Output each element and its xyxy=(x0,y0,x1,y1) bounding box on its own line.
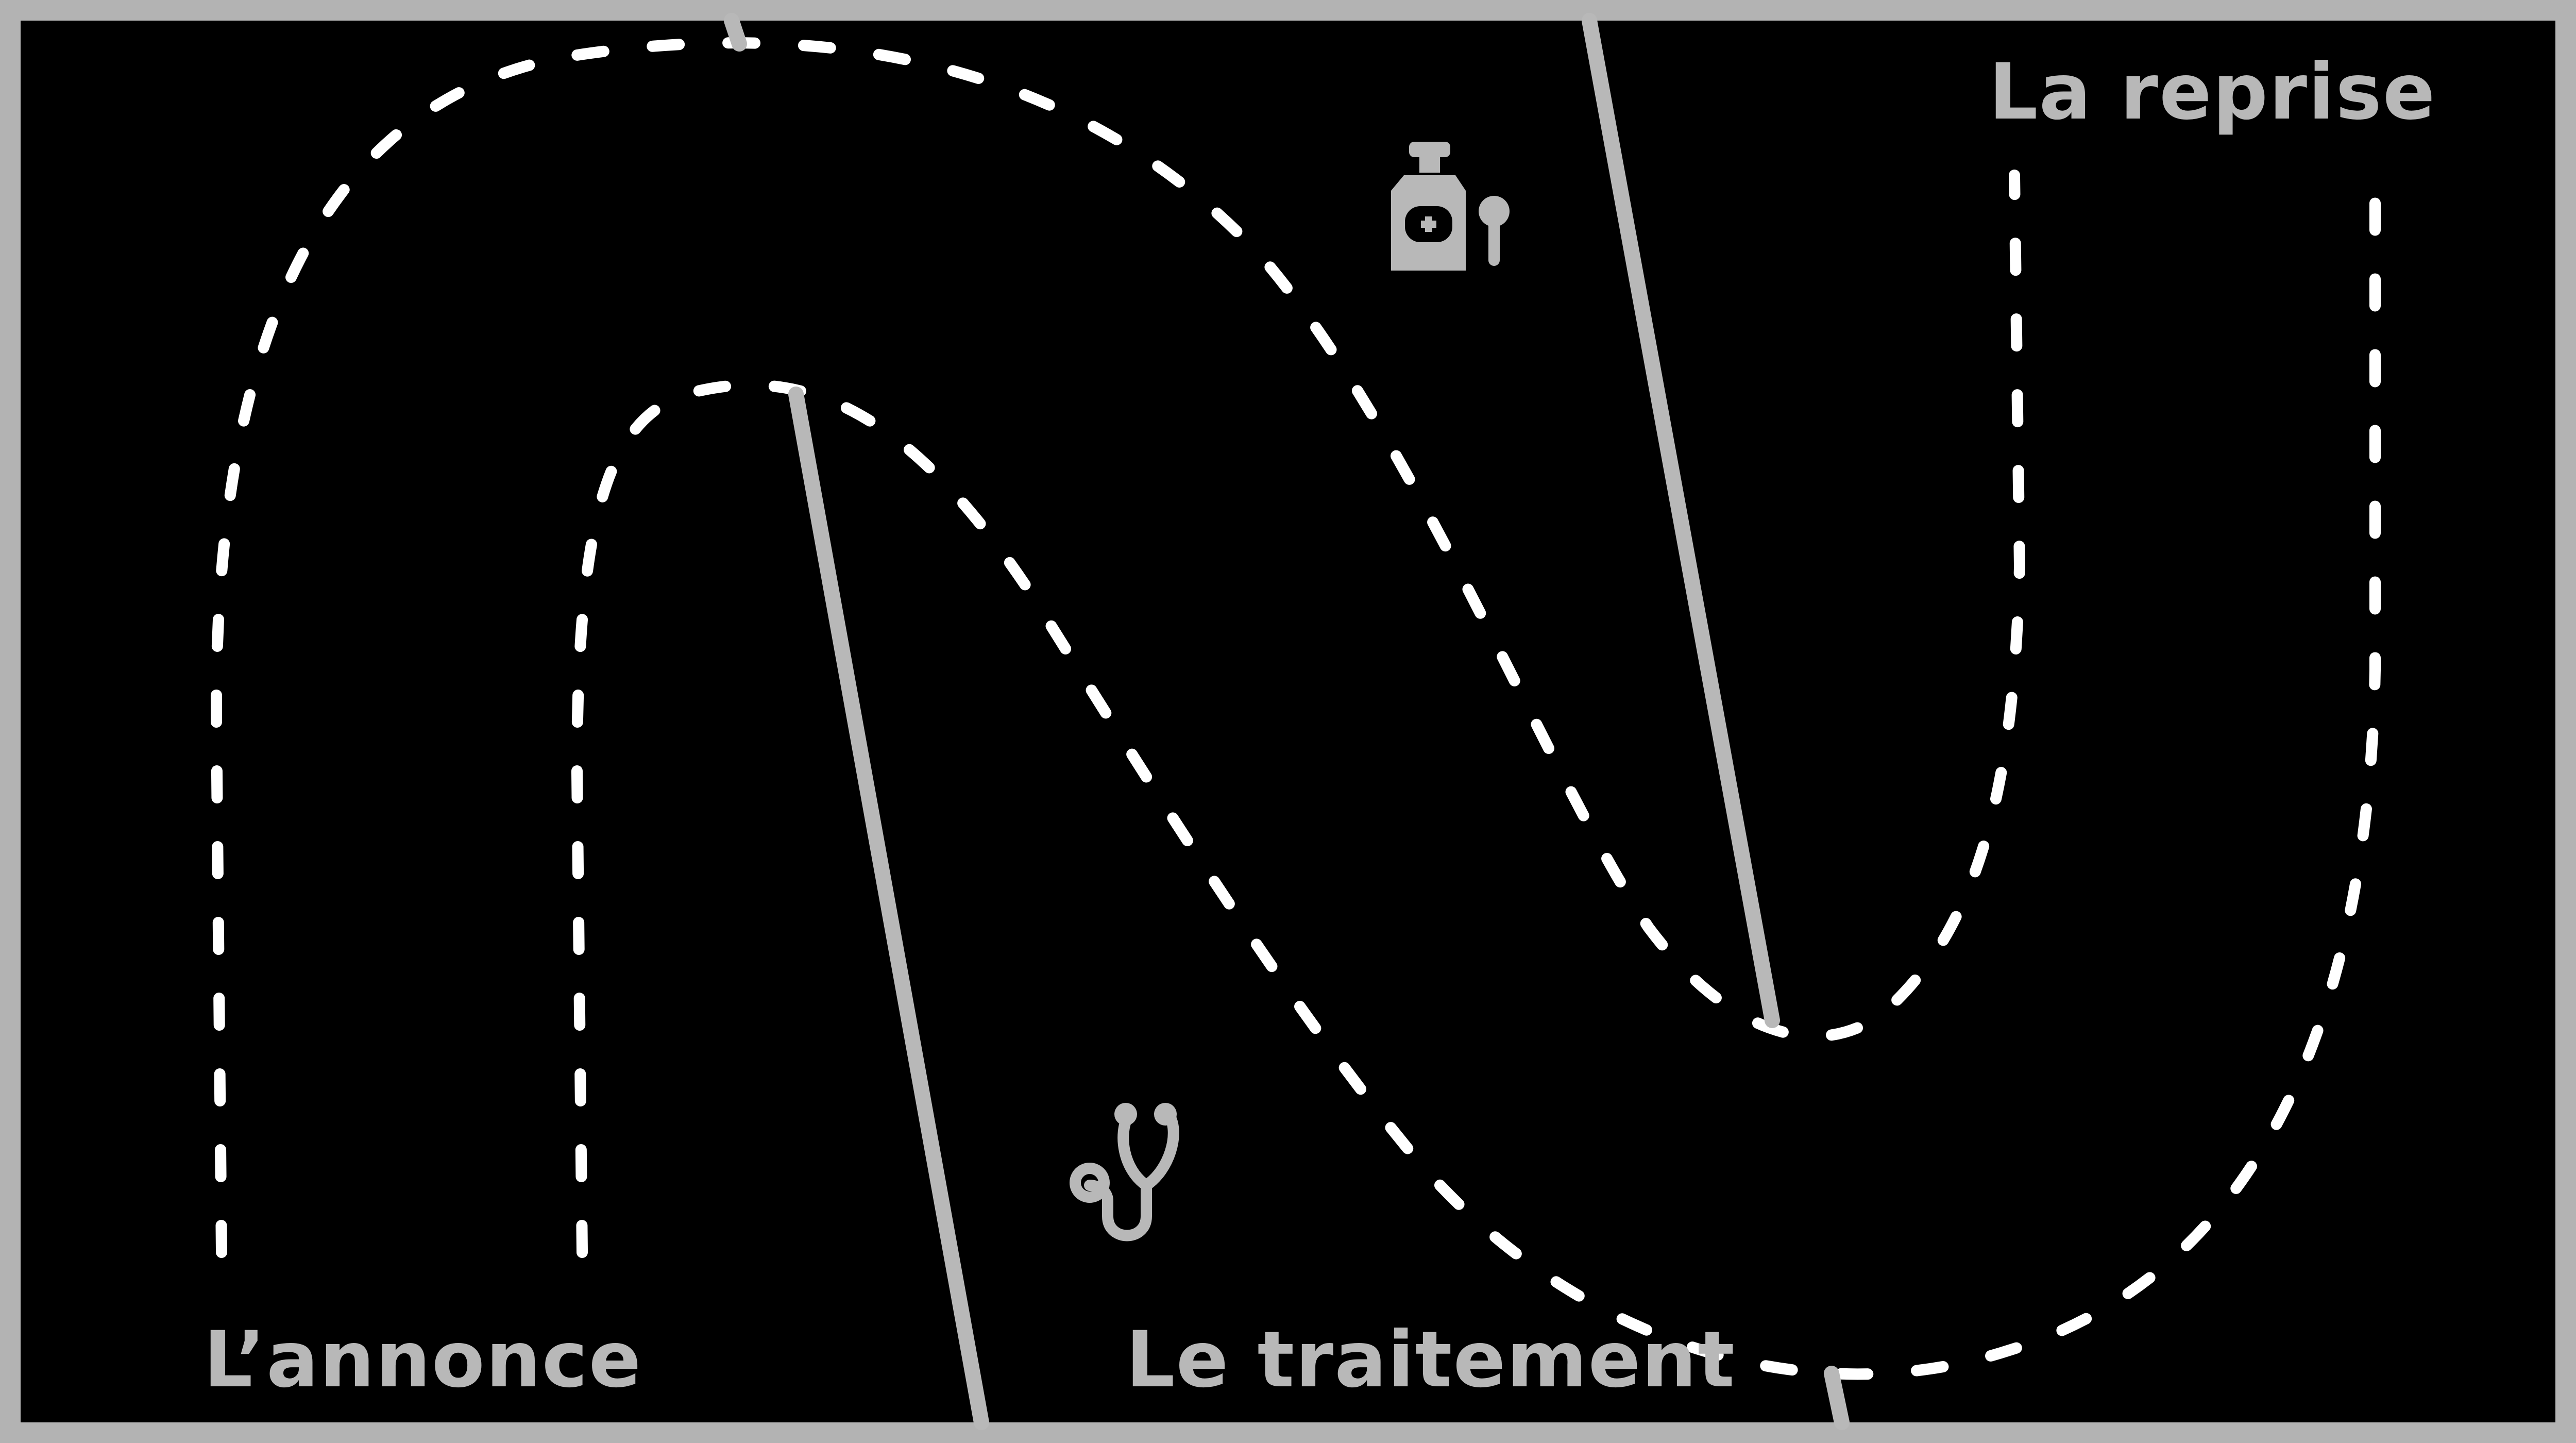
diagram-canvas xyxy=(21,21,2555,1422)
stage-label-traitement: Le traitement xyxy=(1126,1315,1736,1405)
path-edge-outer xyxy=(210,37,2026,1258)
medicine-bottle-spoon-icon xyxy=(1391,142,1510,271)
stethoscope-icon xyxy=(1070,1103,1179,1241)
divider-top-stub xyxy=(724,13,747,52)
stage-label-reprise: La reprise xyxy=(1989,47,2436,137)
stage-label-annonce: L’annonce xyxy=(204,1315,642,1405)
divider-traitement-reprise xyxy=(1582,13,1780,1028)
divider-bottom-stub xyxy=(1824,1366,1850,1430)
divider-annonce-traitement xyxy=(788,387,989,1430)
